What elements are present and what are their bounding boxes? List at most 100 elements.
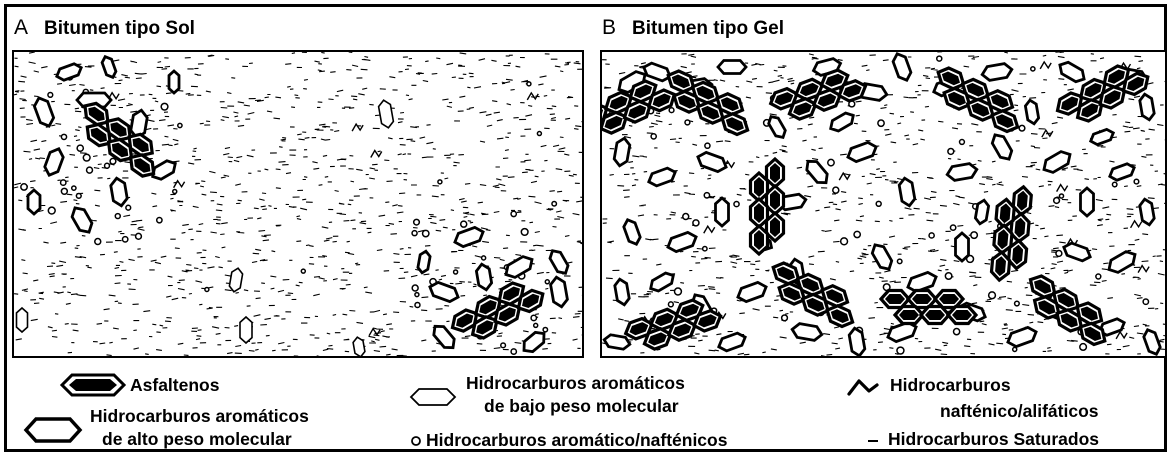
aromatic-hexagon [947, 164, 977, 181]
aromatic-naphthenic-circle [537, 132, 541, 136]
aromatic-naphthenic-circle [126, 205, 131, 210]
legend-high-mw-line1: Hidrocarburos aromáticos [90, 406, 309, 427]
aromatic-naphthenic-circle [412, 231, 417, 236]
legend-asfaltenos: Asfaltenos [130, 375, 219, 396]
aromatic-naphthenic-circle [929, 233, 934, 238]
aromatic-hexagon [111, 178, 127, 206]
legend-saturados: Hidrocarburos Saturados [888, 429, 1099, 450]
aromatic-hexagon [1064, 243, 1090, 261]
aromatic-naphthenic-circle [83, 154, 90, 161]
aromatic-naphthenic-circle [438, 180, 442, 184]
aromatic-naphthenic-circle [989, 292, 996, 299]
dash-icon [866, 436, 882, 446]
aromatic-hexagon [34, 98, 53, 126]
naphthenic-aliphatic-chain [1138, 266, 1149, 273]
aromatic-naphthenic-circle [301, 269, 305, 273]
aromatic-naphthenic-circle [552, 202, 556, 206]
aromatic-naphthenic-circle [511, 211, 516, 216]
aromatic-naphthenic-circle [414, 219, 420, 225]
aromatic-naphthenic-circle [897, 259, 902, 264]
aromatic-naphthenic-circle [157, 218, 162, 223]
panel-b-title: BBitumen tipo Gel [602, 16, 784, 40]
aromatic-hexagon [956, 233, 969, 261]
aromatic-hexagon [28, 190, 40, 214]
aromatic-hexagon [848, 142, 876, 161]
aromatic-naphthenic-circle [1143, 299, 1148, 304]
aromatic-naphthenic-circle [945, 273, 951, 279]
aromatic-hexagon [1140, 199, 1154, 225]
aromatic-naphthenic-circle [173, 189, 177, 193]
aromatic-naphthenic-circle [105, 163, 110, 168]
aromatic-naphthenic-circle [1134, 179, 1139, 184]
aromatic-hexagon [72, 208, 92, 232]
aromatic-hexagon [792, 324, 822, 341]
aromatic-naphthenic-circle [95, 239, 101, 245]
aromatic-hexagon [738, 282, 766, 301]
aromatic-hexagon [551, 277, 568, 307]
aromatic-naphthenic-circle [675, 288, 682, 295]
aromatic-naphthenic-circle [527, 82, 531, 86]
aromatic-naphthenic-circle [1059, 194, 1063, 198]
aromatic-naphthenic-circle [48, 207, 55, 214]
asphaltene-cluster [1031, 276, 1105, 345]
aromatic-naphthenic-circle [1056, 250, 1062, 256]
naphthenic-aliphatic-chain [704, 226, 715, 233]
asphaltene-cluster [751, 159, 784, 254]
aromatic-hexagon [1144, 330, 1160, 354]
aromatic-hexagon [719, 333, 745, 351]
aromatic-hexagon [455, 227, 483, 246]
aromatic-hexagon [668, 232, 696, 251]
aromatic-naphthenic-circle [693, 220, 699, 226]
aromatic-hexagon [476, 264, 491, 290]
asphaltene-cluster [992, 187, 1032, 280]
aromatic-hexagon [604, 335, 630, 349]
aromatic-naphthenic-circle [110, 158, 116, 164]
aromatic-naphthenic-circle [61, 180, 66, 185]
aromatic-naphthenic-circle [1019, 125, 1025, 131]
asphaltene-cluster [453, 283, 543, 338]
aromatic-naphthenic-circle [77, 145, 83, 151]
aromatic-naphthenic-circle [828, 159, 834, 165]
aromatic-naphthenic-circle [705, 143, 710, 148]
aromatic-hexagon [649, 168, 675, 186]
aromatic-hexagon [153, 161, 176, 179]
panel-b-gel-diagram [600, 50, 1167, 358]
aromatic-hexagon [614, 138, 630, 166]
aromatic-hexagon [624, 220, 640, 244]
aromatic-naphthenic-circle [161, 103, 168, 110]
aromatic-naphthenic-circle [501, 343, 506, 348]
panel-a-letter: A [14, 16, 28, 39]
legend-aro-naft: Hidrocarburos aromático/nafténicos [426, 430, 727, 451]
naphthenic-aliphatic-chain [352, 124, 363, 131]
aromatic-hexagon [17, 308, 28, 332]
aromatic-naphthenic-circle [683, 214, 689, 220]
aromatic-naphthenic-circle [651, 134, 656, 139]
naphthenic-aliphatic-chain [1042, 130, 1053, 137]
aromatic-hexagon [550, 251, 568, 274]
aromatic-hexagon [718, 61, 746, 74]
aromatic-naphthenic-circle [960, 140, 965, 145]
aromatic-naphthenic-circle [61, 188, 67, 194]
naphthenic-aliphatic-chain [1131, 221, 1142, 228]
hexagon-outline-thick-icon [22, 415, 84, 445]
aromatic-naphthenic-circle [782, 315, 788, 321]
aromatic-hexagon [888, 322, 916, 341]
naphthenic-aliphatic-chain [174, 181, 185, 188]
naphthenic-aliphatic-chain [1116, 332, 1127, 339]
aromatic-naphthenic-circle [531, 315, 536, 320]
aromatic-hexagon [982, 64, 1012, 81]
aromatic-naphthenic-circle [668, 302, 673, 307]
aromatic-naphthenic-circle [1080, 344, 1087, 351]
asphaltene-cluster [881, 291, 976, 324]
aromatic-naphthenic-circle [954, 329, 960, 335]
aromatic-naphthenic-circle [876, 201, 881, 206]
aromatic-hexagon [45, 149, 63, 175]
aromatic-naphthenic-circle [669, 108, 674, 113]
aromatic-naphthenic-circle [1015, 301, 1020, 306]
aromatic-naphthenic-circle [854, 231, 860, 237]
aromatic-hexagon [615, 279, 629, 305]
aromatic-naphthenic-circle [841, 238, 848, 245]
panel-b-label: Bitumen tipo Gel [632, 18, 784, 39]
aromatic-naphthenic-circle [685, 120, 690, 125]
aromatic-hexagon [102, 57, 116, 78]
